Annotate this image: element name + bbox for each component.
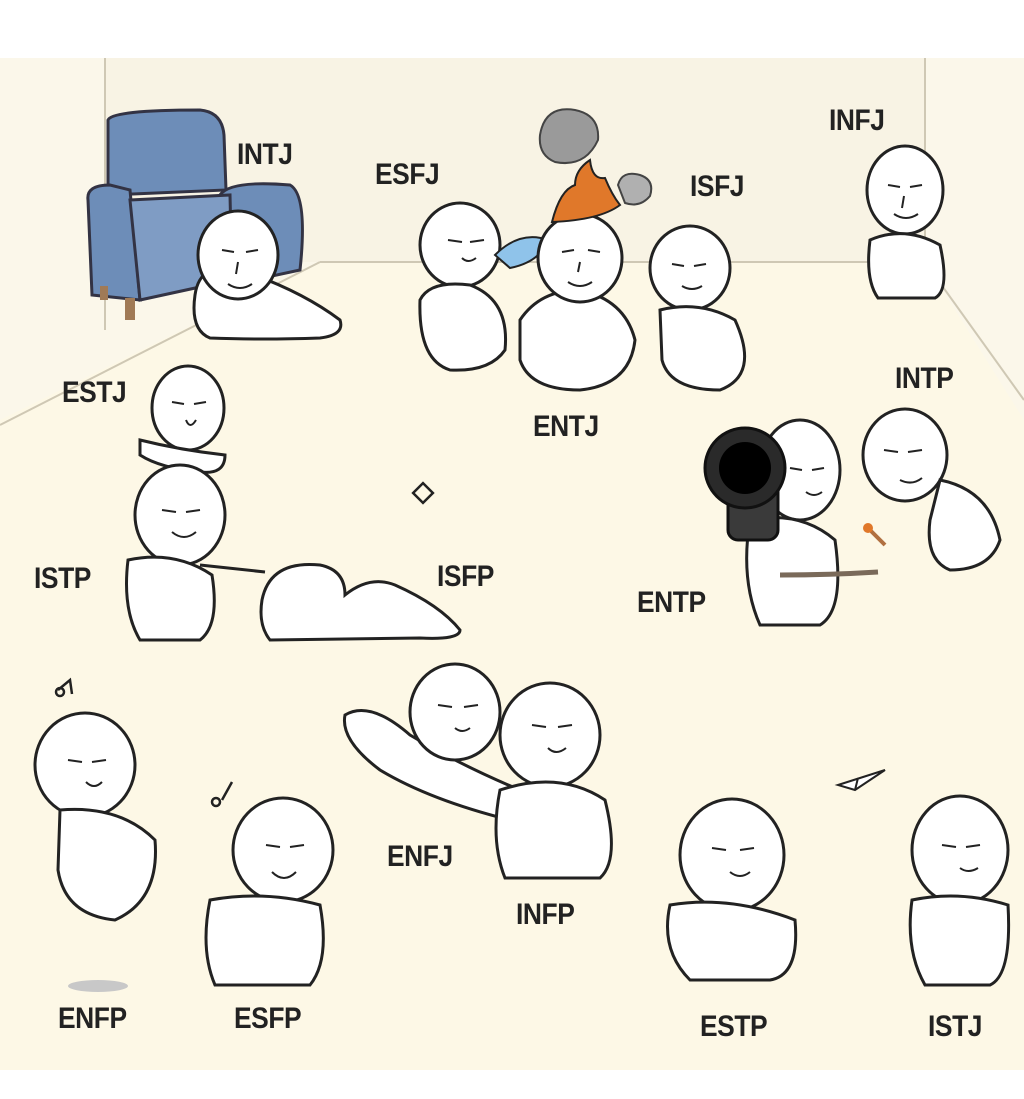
estj-character	[138, 364, 227, 474]
label-entj: ENTJ	[533, 410, 599, 443]
back-wall	[105, 58, 925, 262]
entp-character	[745, 418, 842, 627]
fire-icon	[550, 158, 622, 224]
esfj-character	[418, 201, 508, 372]
label-esfj: ESFJ	[375, 158, 440, 191]
label-intp: INTP	[895, 362, 954, 395]
label-istj: ISTJ	[928, 1010, 982, 1043]
rocket-launcher-icon	[703, 426, 879, 578]
label-entp: ENTP	[637, 586, 706, 619]
armchair-icon	[86, 108, 304, 320]
istp-character	[125, 463, 266, 642]
label-infj: INFJ	[829, 104, 885, 137]
label-estj: ESTJ	[62, 376, 127, 409]
bottom-margin	[0, 1070, 1024, 1094]
label-estp: ESTP	[700, 1010, 768, 1043]
infp-character	[494, 681, 613, 880]
enfp-character	[33, 711, 157, 922]
smoke-icon	[538, 108, 653, 206]
label-enfj: ENFJ	[387, 840, 453, 873]
infj-character	[865, 144, 946, 300]
label-isfp: ISFP	[437, 560, 494, 593]
label-isfj: ISFJ	[690, 170, 744, 203]
entj-character	[518, 212, 637, 392]
intp-character	[861, 407, 1002, 572]
shadow-icon	[68, 980, 128, 992]
floor	[0, 262, 1024, 1070]
estp-character	[666, 797, 798, 982]
label-infp: INFP	[516, 898, 575, 931]
label-istp: ISTP	[34, 562, 91, 595]
isfp-character	[259, 562, 462, 642]
intj-character	[192, 209, 343, 341]
label-esfp: ESFP	[234, 1002, 302, 1035]
isfj-character	[648, 224, 747, 392]
music-note-icon-2	[210, 781, 234, 808]
esfp-character	[204, 796, 335, 987]
label-intj: INTJ	[237, 138, 293, 171]
paper-plane-icon	[834, 769, 886, 792]
lit-match-icon	[863, 523, 887, 547]
music-note-icon	[54, 677, 74, 698]
istj-character	[908, 794, 1011, 987]
diamond-icon	[411, 481, 435, 505]
label-enfp: ENFP	[58, 1002, 127, 1035]
